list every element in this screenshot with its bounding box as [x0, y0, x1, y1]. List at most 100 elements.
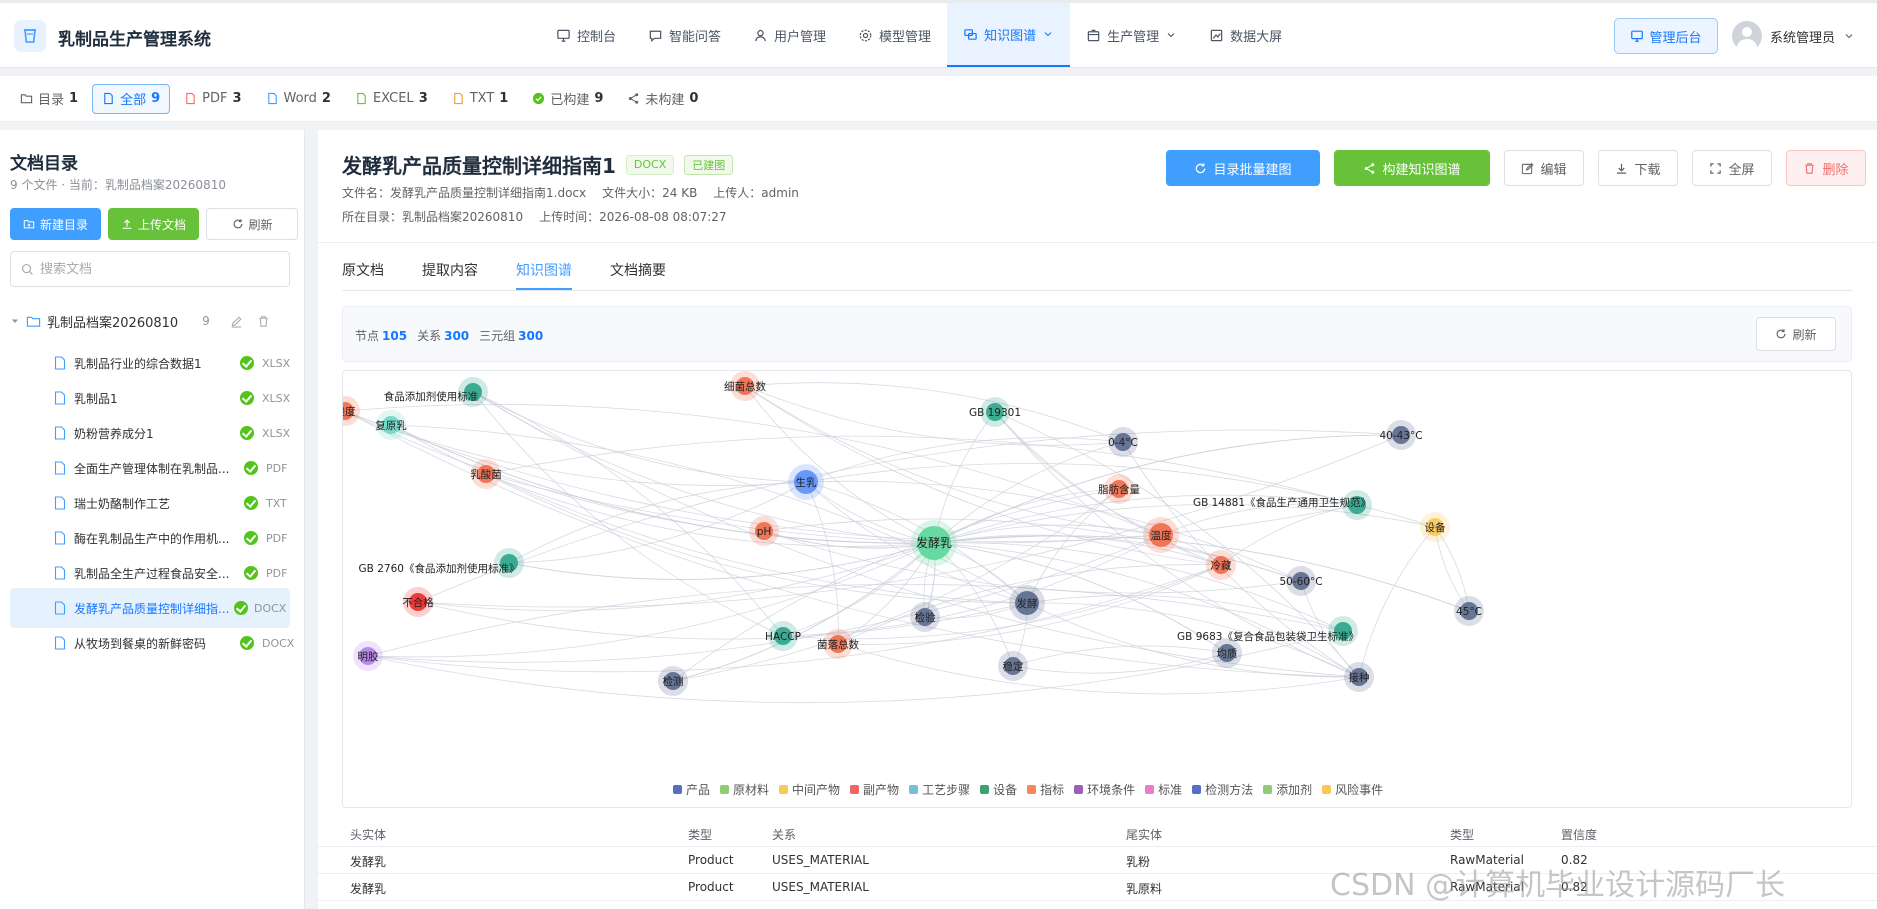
file-item[interactable]: 全面生产管理体制在乳制品... PDF: [10, 448, 290, 488]
graph-node-circle[interactable]: [1218, 644, 1236, 662]
graph-node-circle[interactable]: [1149, 523, 1173, 547]
legend-item[interactable]: 产品: [673, 781, 710, 798]
graph-node[interactable]: 均质: [1212, 638, 1242, 668]
graph-node[interactable]: 0-4°C: [1108, 427, 1138, 457]
build-graph-button[interactable]: 构建知识图谱: [1334, 150, 1490, 186]
graph-node[interactable]: 稳定: [998, 651, 1028, 681]
graph-node[interactable]: 食品添加剂使用标准: [384, 377, 488, 407]
folder-node[interactable]: 乳制品档案20260810 9: [10, 307, 295, 335]
batch-build-button[interactable]: 目录批量建图: [1166, 150, 1320, 186]
edit-icon[interactable]: [230, 315, 243, 328]
sidebar-refresh-button[interactable]: 刷新: [206, 208, 299, 240]
graph-node-circle[interactable]: [1392, 426, 1410, 444]
graph-node[interactable]: HACCP: [765, 621, 801, 651]
tab-summary[interactable]: 文档摘要: [610, 263, 666, 279]
search-input[interactable]: [40, 261, 280, 277]
graph-node[interactable]: 复原乳: [375, 410, 407, 440]
graph-node-circle[interactable]: [409, 593, 427, 611]
nav-users[interactable]: 用户管理: [737, 3, 842, 67]
legend-item[interactable]: 原材料: [720, 781, 769, 798]
legend-item[interactable]: 风险事件: [1322, 781, 1383, 798]
caret-down-icon[interactable]: [10, 316, 20, 326]
graph-node-circle[interactable]: [1334, 622, 1352, 640]
graph-node[interactable]: 发酵: [1009, 585, 1045, 621]
file-item[interactable]: 乳制品1 XLSX: [10, 378, 290, 418]
graph-node[interactable]: 50-60°C: [1279, 566, 1323, 596]
graph-node[interactable]: GB 2760《食品添加剂使用标准》: [359, 548, 524, 578]
legend-item[interactable]: 标准: [1145, 781, 1182, 798]
legend-item[interactable]: 添加剂: [1263, 781, 1312, 798]
graph-node[interactable]: 乳酸菌: [470, 459, 502, 489]
graph-node-circle[interactable]: [755, 522, 773, 540]
graph-node[interactable]: 发酵乳: [911, 520, 957, 566]
user-menu[interactable]: 系统管理员: [1732, 20, 1855, 52]
file-item[interactable]: 酶在乳制品生产中的作用机... PDF: [10, 518, 290, 558]
graph-node-circle[interactable]: [1348, 496, 1366, 514]
graph-refresh-button[interactable]: 刷新: [1756, 317, 1836, 351]
graph-node-circle[interactable]: [1460, 602, 1478, 620]
nav-knowledge-graph[interactable]: 知识图谱: [947, 3, 1071, 67]
delete-button[interactable]: 删除: [1786, 150, 1866, 186]
tab-extracted[interactable]: 提取内容: [422, 263, 478, 279]
table-row[interactable]: 发酵乳 Product USES_MATERIAL 乳粉 RawMaterial…: [318, 847, 1877, 874]
document-search[interactable]: [10, 251, 290, 287]
graph-node-circle[interactable]: [1004, 657, 1022, 675]
graph-node[interactable]: 冷藏: [1206, 550, 1236, 580]
legend-item[interactable]: 工艺步骤: [909, 781, 970, 798]
graph-node-circle[interactable]: [1292, 572, 1310, 590]
graph-node-circle[interactable]: [1114, 433, 1132, 451]
nav-dashboard[interactable]: 控制台: [540, 3, 632, 67]
graph-node-circle[interactable]: [774, 627, 792, 645]
graph-node[interactable]: GB 14881《食品生产通用卫生规范》: [1193, 490, 1372, 520]
nav-datascreen[interactable]: 数据大屏: [1193, 3, 1298, 67]
graph-node-circle[interactable]: [464, 383, 482, 401]
graph-node[interactable]: pH: [749, 516, 779, 546]
nav-models[interactable]: 模型管理: [842, 3, 947, 67]
graph-node-circle[interactable]: [477, 465, 495, 483]
file-item[interactable]: 奶粉营养成分1 XLSX: [10, 413, 290, 453]
graph-node-circle[interactable]: [736, 377, 754, 395]
download-button[interactable]: 下载: [1598, 150, 1678, 186]
graph-node-circle[interactable]: [664, 672, 682, 690]
table-row[interactable]: 发酵乳 Product USES_MATERIAL 乳原料 RawMateria…: [318, 874, 1877, 901]
graph-node[interactable]: 温度: [1143, 517, 1179, 553]
graph-node-circle[interactable]: [986, 403, 1004, 421]
graph-node-circle[interactable]: [1350, 668, 1368, 686]
legend-item[interactable]: 检测方法: [1192, 781, 1253, 798]
tab-original[interactable]: 原文档: [342, 263, 384, 279]
legend-item[interactable]: 中间产物: [779, 781, 840, 798]
file-item[interactable]: 乳制品行业的综合数据1 XLSX: [10, 343, 290, 383]
legend-item[interactable]: 环境条件: [1074, 781, 1135, 798]
graph-node[interactable]: 检测: [658, 666, 688, 696]
graph-node[interactable]: 40-43°C: [1379, 420, 1423, 450]
file-item[interactable]: 乳制品全生产过程食品安全... PDF: [10, 553, 290, 593]
trash-icon[interactable]: [257, 315, 270, 328]
graph-node-circle[interactable]: [500, 554, 518, 572]
tab-knowledge-graph[interactable]: 知识图谱: [516, 252, 572, 290]
graph-node-circle[interactable]: [794, 470, 818, 494]
file-item[interactable]: 从牧场到餐桌的新鲜密码 DOCX: [10, 623, 294, 663]
edit-button[interactable]: 编辑: [1504, 150, 1584, 186]
legend-item[interactable]: 指标: [1027, 781, 1064, 798]
graph-node-circle[interactable]: [917, 526, 951, 560]
graph-node-circle[interactable]: [1426, 518, 1444, 536]
legend-item[interactable]: 设备: [980, 781, 1017, 798]
graph-node[interactable]: 菌落总数: [817, 629, 859, 659]
graph-node[interactable]: 检验: [910, 602, 940, 632]
graph-node-circle[interactable]: [916, 608, 934, 626]
legend-item[interactable]: 副产物: [850, 781, 899, 798]
file-item[interactable]: 瑞士奶酪制作工艺 TXT: [10, 483, 290, 523]
graph-node-circle[interactable]: [359, 647, 377, 665]
graph-node[interactable]: 不合格: [402, 587, 434, 617]
graph-node[interactable]: 脂肪含量: [1098, 474, 1140, 504]
fullscreen-button[interactable]: 全屏: [1692, 150, 1772, 186]
graph-node-circle[interactable]: [1212, 556, 1230, 574]
